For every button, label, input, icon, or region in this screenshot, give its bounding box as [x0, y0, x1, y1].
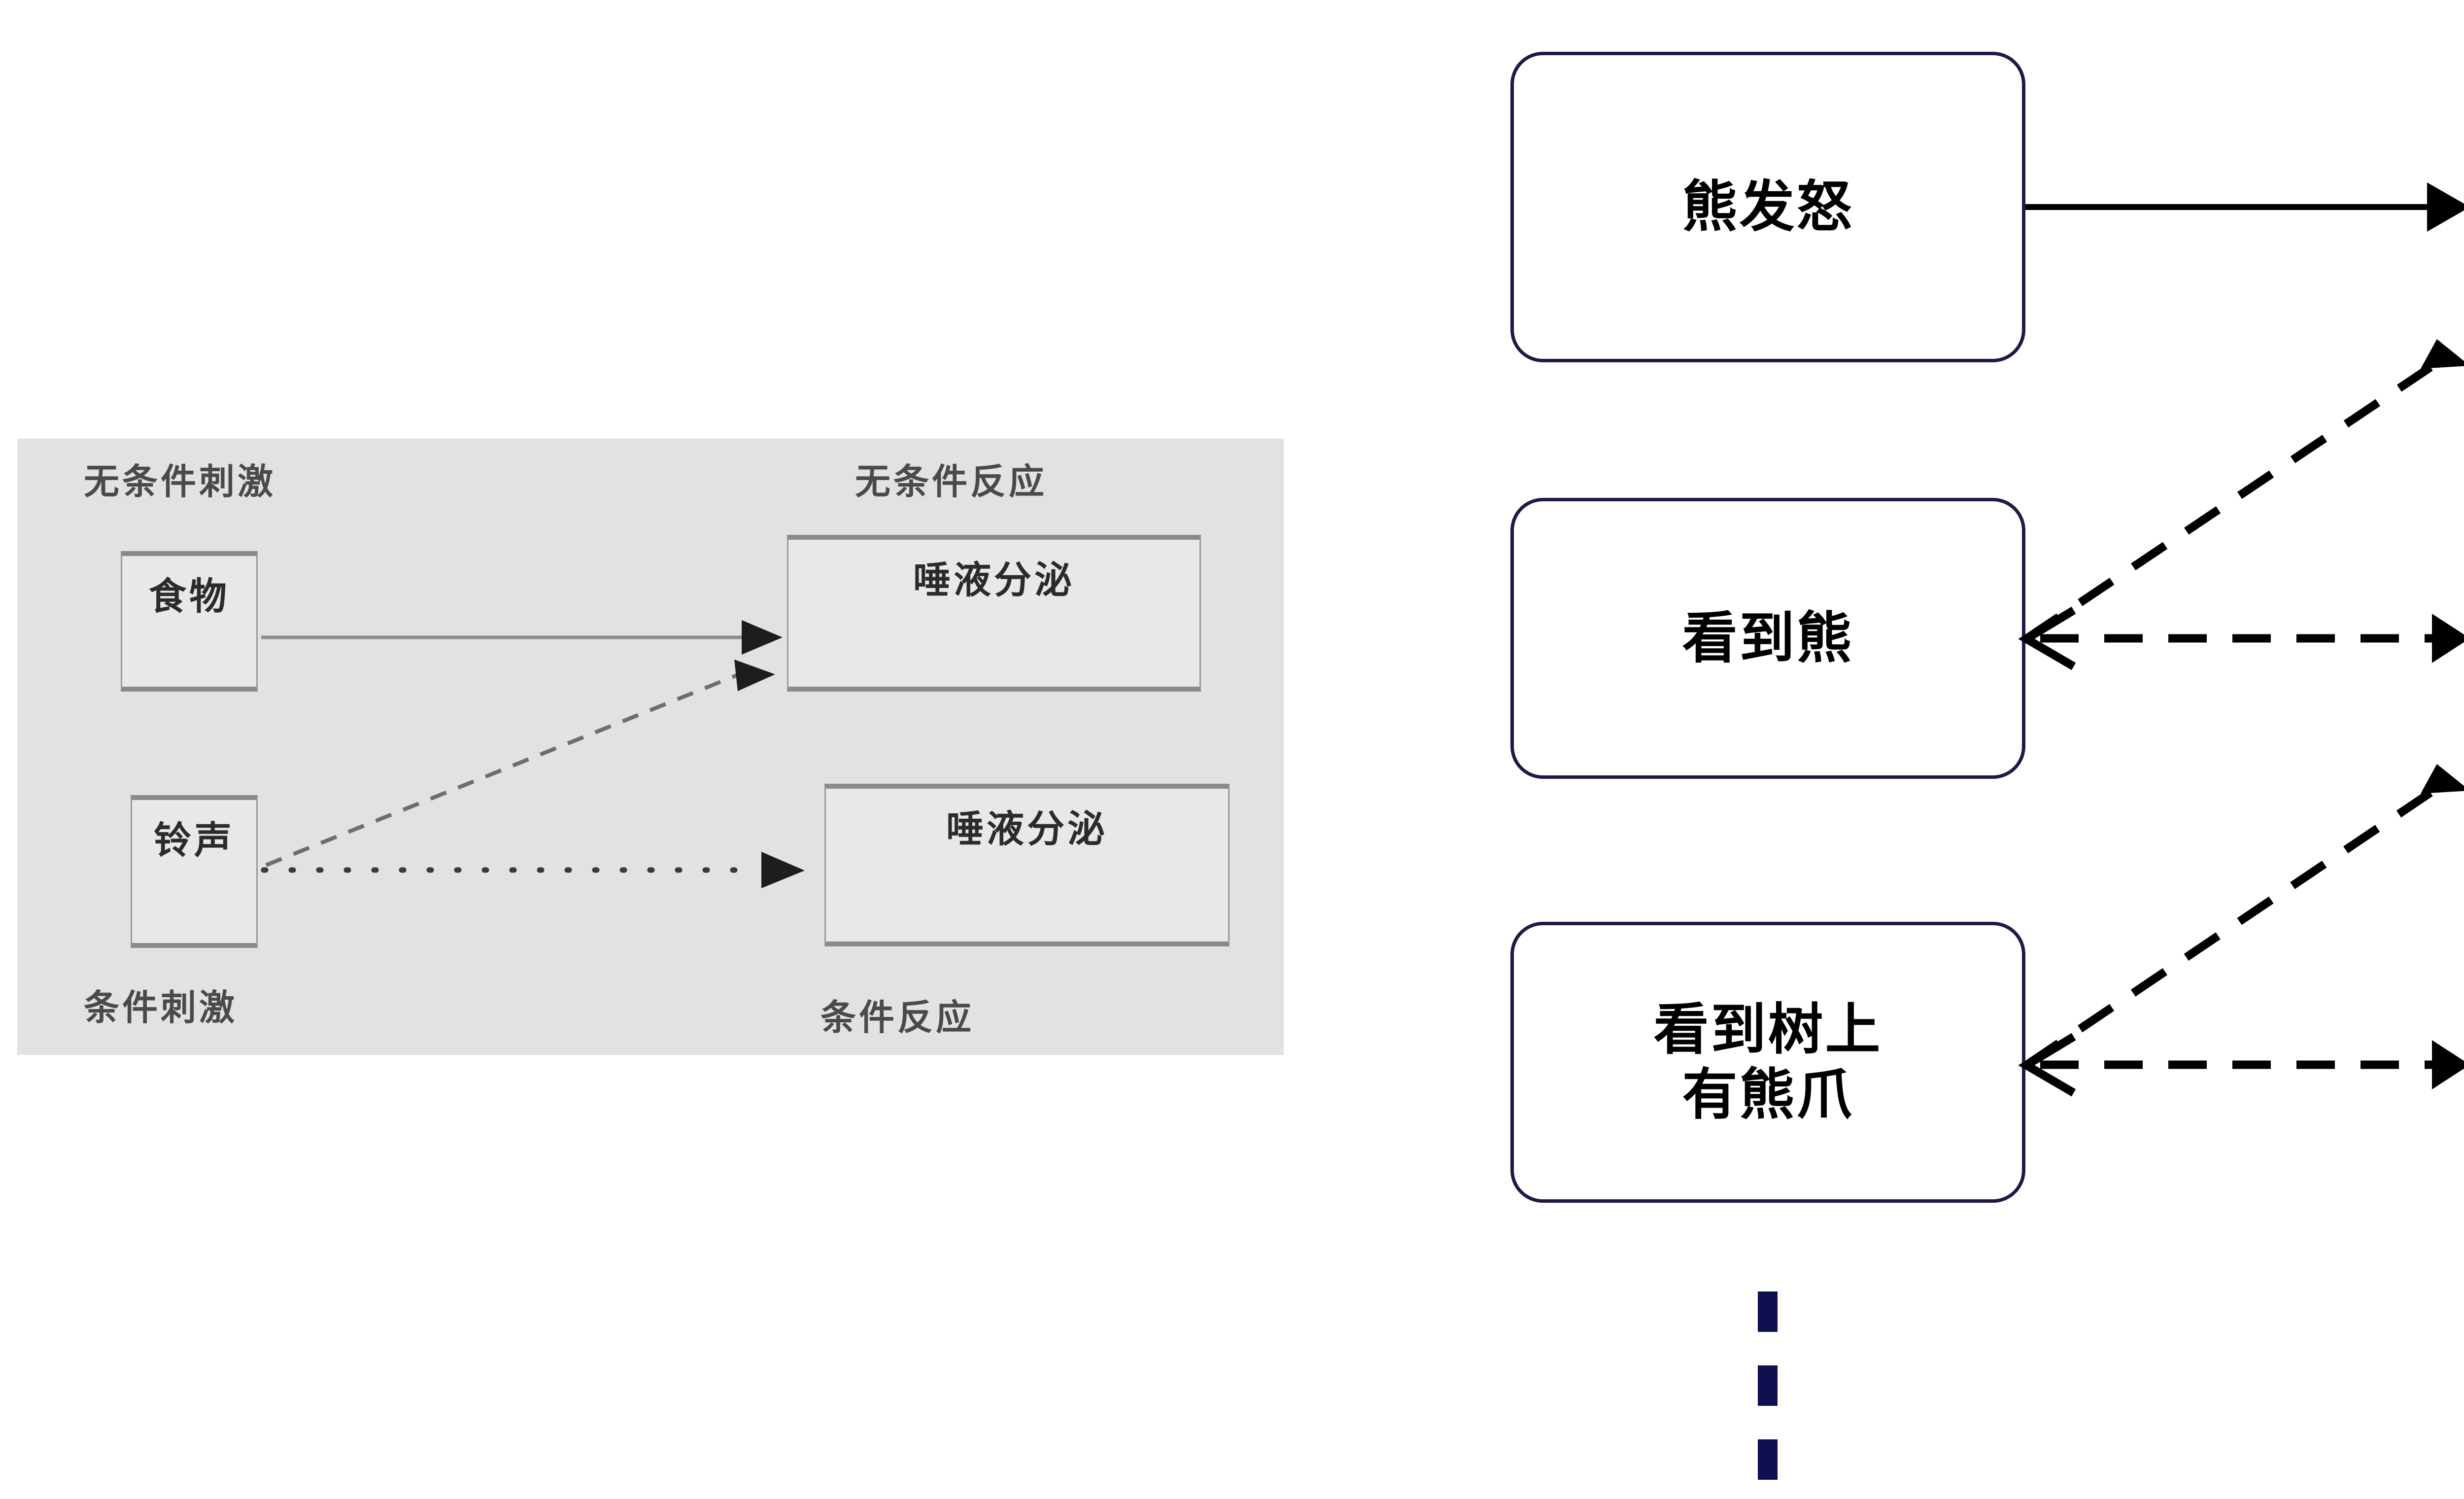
label-unconditioned-stimulus: 无条件刺激: [84, 461, 276, 502]
arrowhead-see-bear-to-vsprime-left: [2018, 606, 2076, 670]
box-salivation-bottom-label: 唾液分泌: [946, 807, 1108, 851]
arrow-see-bear-to-reward: [2024, 363, 2433, 642]
box-salivation-bottom: 唾液分泌: [824, 784, 1230, 946]
classical-conditioning-panel: 无条件刺激 无条件反应 食物 铃声 唾液分泌 唾液分泌 条件刺激 条件反应: [17, 439, 1284, 1055]
label-unconditioned-response: 无条件反应: [855, 461, 1048, 502]
ellipsis-dot: [1758, 1439, 1778, 1480]
label-conditioned-response: 条件反应: [821, 997, 975, 1038]
box-salivation-top: 唾液分泌: [787, 535, 1201, 692]
box-food: 食物: [121, 551, 258, 692]
box-salivation-top-label: 唾液分泌: [913, 558, 1075, 602]
label-conditioned-stimulus: 条件刺激: [84, 987, 238, 1028]
node-see-bear-label: 看到熊: [1682, 606, 1854, 670]
arrowhead-food-to-salivation: [742, 620, 783, 655]
ellipsis-dot: [1758, 1365, 1778, 1406]
arrowhead-see-bear-to-vsprime-right: [2432, 614, 2464, 663]
node-bear-anger: 熊发怒: [1510, 52, 2025, 362]
ellipsis-left-column: [1758, 1291, 1778, 1480]
arrowhead-bell-to-salivation-top: [734, 660, 775, 691]
arrow-claw-to-vsprime: [2024, 789, 2433, 1069]
node-claw-on-tree-label: 看到树上 有熊爪: [1653, 997, 1882, 1127]
arrowhead-see-bear-to-reward: [2421, 339, 2464, 369]
arrow-bell-to-salivation-top: [265, 673, 738, 867]
arrowhead-bell-to-salivation-bottom: [761, 852, 805, 888]
node-see-bear: 看到熊: [1510, 498, 2025, 779]
arrowhead-claw-to-vsprime: [2421, 764, 2464, 794]
box-bell: 铃声: [131, 795, 258, 948]
pavlov-connector-layer: [261, 620, 805, 888]
box-food-label: 食物: [149, 574, 230, 618]
arrowhead-claw-to-vs-left: [2018, 1033, 2076, 1097]
node-bear-anger-label: 熊发怒: [1682, 174, 1854, 239]
node-claw-on-tree: 看到树上 有熊爪: [1510, 922, 2025, 1203]
ellipsis-dot: [1758, 1291, 1778, 1332]
box-bell-label: 铃声: [154, 818, 235, 862]
arrowhead-anger-to-reward: [2427, 182, 2464, 232]
rl-value-diagram-panel: 熊发怒 看到熊 看到树上 有熊爪 奖励 V(s′) V(s): [1454, 0, 2464, 1499]
arrowhead-claw-to-vs-right: [2432, 1040, 2464, 1089]
